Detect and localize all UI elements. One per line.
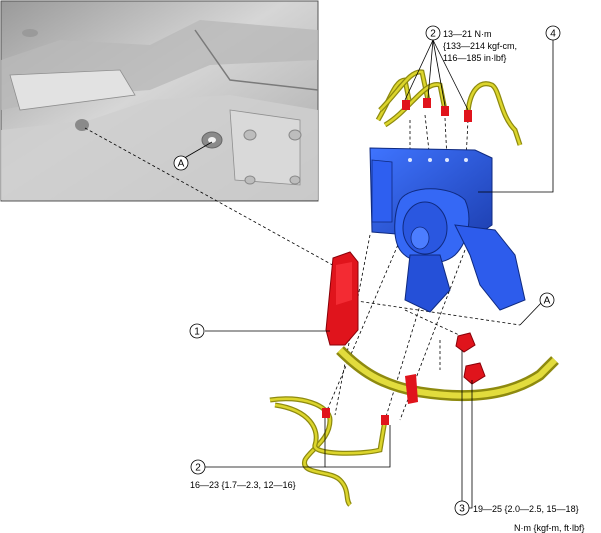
torque-top-line3: 116—185 in·lbf} [443, 53, 506, 63]
vehicle-body-inset [0, 0, 319, 202]
svg-text:3: 3 [459, 504, 465, 515]
svg-text:A: A [544, 296, 551, 307]
reference-a-right: A [539, 292, 555, 308]
torque-units-note: N·m {kgf-m, ft·lbf} [514, 523, 585, 533]
svg-text:2: 2 [430, 29, 436, 40]
flare-nut [464, 110, 472, 122]
pipe-clip [405, 374, 418, 404]
torque-top-line1: 13—21 N·m [443, 29, 492, 39]
svg-text:4: 4 [550, 29, 556, 40]
mounting-nut [455, 332, 476, 353]
callout-4: 4 [545, 25, 561, 41]
flare-nut [423, 98, 431, 108]
flare-nut [322, 408, 330, 418]
torque-spec-bottom-right: 19—25 {2.0—2.5, 15—18} [473, 504, 579, 514]
hydraulic-unit [369, 147, 526, 313]
reference-a-left: A [173, 155, 189, 171]
torque-spec-bottom-left: 16—23 {1.7—2.3, 12—16} [190, 480, 296, 490]
svg-text:A: A [178, 159, 185, 170]
callout-2-bottom: 2 [190, 459, 206, 475]
torque-spec-top: 13—21 N·m {133—214 kgf-cm, 116—185 in·lb… [443, 29, 517, 63]
svg-text:2: 2 [195, 463, 201, 474]
torque-top-line2: {133—214 kgf-cm, [443, 41, 517, 51]
red-components [322, 98, 486, 425]
flare-nut [441, 106, 449, 116]
callout-1: 1 [189, 323, 205, 339]
mounting-nut [463, 362, 486, 385]
callout-3: 3 [454, 500, 470, 516]
flare-nut [381, 415, 389, 425]
callout-2-top: 2 [425, 25, 441, 41]
flare-nut [402, 100, 410, 110]
brake-pipes [269, 69, 559, 507]
svg-text:1: 1 [194, 327, 200, 338]
